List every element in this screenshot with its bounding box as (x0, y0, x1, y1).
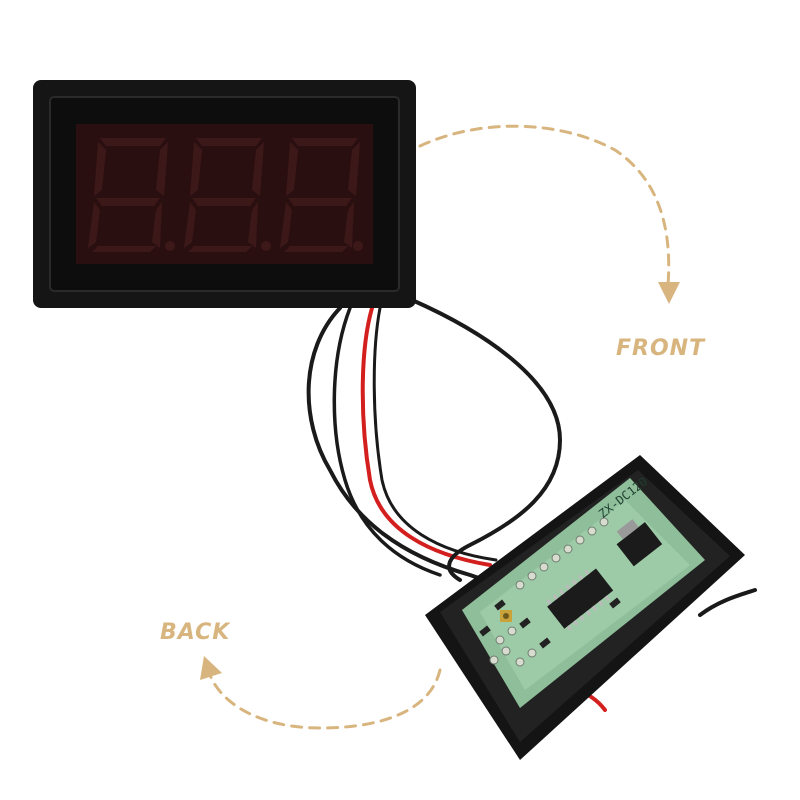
black-wire-right (410, 298, 563, 582)
front-label: FRONT (616, 336, 706, 361)
display-back (425, 455, 745, 760)
voltage-regulator (616, 519, 663, 567)
arrow-back-head (200, 656, 222, 680)
smd-components (479, 597, 641, 649)
solder-pads (489, 517, 609, 667)
black-wire-red-pair (372, 306, 498, 562)
arrow-front (418, 124, 671, 287)
display-glass (76, 124, 373, 264)
trimmer-potentiometer (500, 610, 512, 622)
digit-2 (184, 138, 271, 252)
digit-3 (280, 138, 363, 252)
ic-chip (546, 568, 614, 631)
arrow-front-head (658, 282, 680, 304)
arrow-back (208, 668, 442, 730)
display-front (33, 80, 416, 308)
digit-1 (88, 138, 175, 252)
seven-segment-digits (88, 138, 363, 252)
red-wire (360, 306, 492, 567)
back-label: BACK (160, 620, 231, 645)
black-wire-back (332, 306, 442, 577)
black-wire-terminal (698, 588, 757, 617)
